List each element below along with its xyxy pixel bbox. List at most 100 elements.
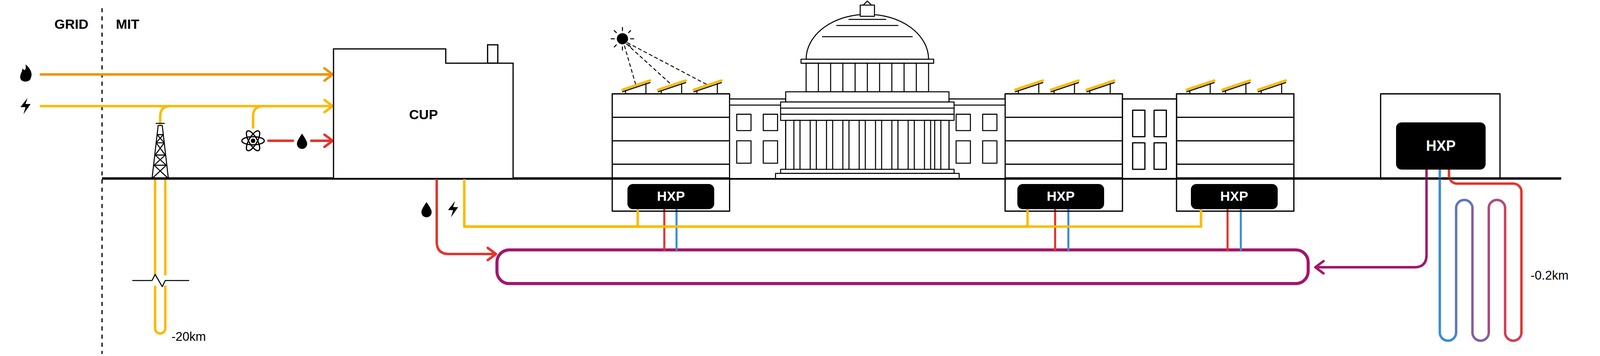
campus-building [1132,142,1145,170]
oil-derrick [151,123,169,179]
dome-building [982,114,997,131]
dome-building [780,169,955,174]
supply-water-line [487,247,496,261]
campus-building [612,93,730,212]
campus-building [612,93,1501,212]
dome-building [806,14,929,60]
grid-power-line [40,99,333,128]
dome-building [956,140,971,164]
dome-building [810,120,817,170]
dome-building [875,120,882,170]
flame-icon [20,64,32,82]
borehole-field [1439,169,1522,341]
nuclear-water-line [311,139,332,142]
borehole-field [1488,199,1506,333]
supply-water-line [436,179,496,260]
dome-building [982,140,997,164]
dome-building [763,114,778,131]
campus-building [1176,93,1294,212]
solar-panel [622,80,1287,90]
atom-icon [241,136,265,145]
dome-building [780,107,955,114]
dome-building [818,63,917,92]
atom-icon [243,129,263,153]
dome-building [800,59,934,64]
campus-building [1176,117,1294,164]
campus-building [1004,93,1123,212]
dome-building [934,120,941,170]
lightning-icon [20,97,31,115]
lightning-icon [447,200,459,218]
solar-panel [625,83,1282,94]
dome-building [863,1,872,6]
atom-icon [250,138,256,143]
grid-power-line [253,105,264,128]
drop-icon [297,133,308,149]
campus-building [1122,98,1177,179]
sun-symbol [624,42,708,85]
boundary-line [101,7,103,354]
geothermal-return-line [1315,169,1427,274]
campus-building [1154,109,1167,137]
dome-building [948,98,1005,179]
dome-building [785,91,949,103]
solar-panel [622,80,1287,94]
dome-building [908,120,915,170]
campus-building [1132,109,1145,137]
dome-building [729,1,1005,179]
dome-building [924,120,931,170]
dome-building [858,120,865,170]
dome-building [775,173,959,179]
drop-icon [421,201,432,218]
chimney [487,44,499,64]
oil-derrick [151,134,169,179]
node-label: CUP [409,107,438,122]
borehole-field [1505,207,1522,341]
dome-building [736,114,752,131]
thermal-loop [497,249,1309,284]
plant-outline-path [333,48,514,179]
borehole-field [1456,199,1473,333]
dome-building [842,120,849,170]
heat-exchanger-box: HXP [1017,183,1105,210]
campus-building [1154,142,1167,170]
nuclear-water-line [268,139,293,142]
geothermal-return-line [1316,169,1427,268]
deep-well-loop [155,179,166,334]
hxp-supply-return [664,207,1228,250]
break-symbol [132,274,189,287]
dome-building [860,5,875,17]
node-label: HXP [1220,188,1249,204]
sun-symbol [617,33,628,44]
power-line [464,178,638,227]
node-label: HXP [1046,188,1075,204]
heat-exchanger-box: HXP [627,183,715,210]
grid-power-line [160,105,171,124]
depth-label: -20km [171,329,206,344]
dome-building [822,19,913,37]
borehole-field [1472,207,1489,341]
grid-power-line [40,104,332,108]
dome-building [785,120,949,170]
hxp-supply-return [676,207,1241,250]
power-line [464,178,1028,227]
deep-well-loop [155,179,166,334]
dome-building [793,120,800,170]
dome-building [729,98,786,179]
depth-label: -0.2km [1530,268,1569,283]
gas-line [40,73,332,76]
geothermal-return-line [1315,261,1324,274]
campus-building [1380,93,1501,179]
gas-line [40,68,333,81]
heat-exchanger-box: HXP [1396,122,1487,170]
campus-building [1004,117,1123,164]
energy-illustration [20,1,1562,354]
oil-derrick [151,123,169,179]
borehole-field [1448,169,1522,333]
atom-icon [243,129,263,153]
borehole-field [1439,169,1457,341]
dome-building [826,120,833,170]
region-label: MIT [115,17,140,32]
